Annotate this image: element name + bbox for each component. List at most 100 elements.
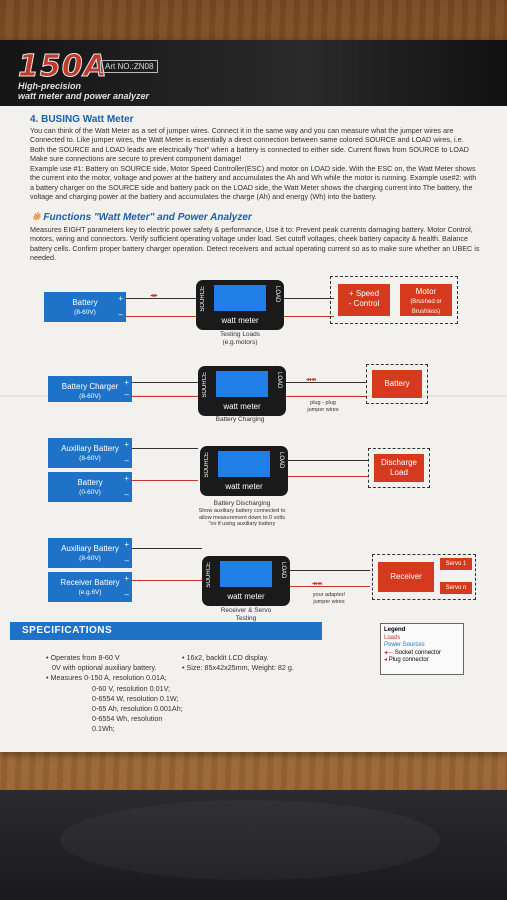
servo-n-box: Servo n — [440, 582, 472, 594]
caption-line: Receiver & Servo — [220, 607, 272, 614]
discharge-load-outline — [368, 448, 430, 488]
load-group-outline — [330, 276, 458, 324]
functions-title: ※Functions "Watt Meter" and Power Analyz… — [32, 212, 252, 223]
lcd-screen — [216, 371, 268, 397]
lcd-screen — [220, 561, 272, 587]
spec-line: 0-6554 Wh, resolution 0.1Wh; — [92, 714, 163, 734]
meter-label: watt meter — [227, 592, 265, 601]
busing-paragraph-2: Example use #1: Battery on SOURCE side, … — [30, 164, 477, 202]
article-number: Art NO.:ZN08 — [100, 60, 159, 73]
watt-meter-device: SOURCE LOAD watt meter — [202, 556, 290, 606]
row1-caption: Testing Loads (e.g.motors) — [205, 331, 275, 347]
specifications-header: SPECIFICATIONS — [10, 622, 322, 640]
battery-label: Battery — [77, 478, 103, 487]
battery-range: (8-60V) — [74, 309, 96, 316]
load-label: LOAD — [280, 562, 286, 579]
wire — [288, 476, 368, 477]
wire — [284, 316, 334, 317]
adapter-note-line: your adapter/ — [312, 592, 346, 598]
connector-arrows-icon: ◂◂ ◂◂ — [306, 377, 316, 383]
sheet-header: 150A Art NO.:ZN08 High-precision watt me… — [0, 40, 507, 106]
auxiliary-battery-box: Auxiliary Battery (8-60V) + – — [48, 538, 132, 568]
minus-icon: – — [124, 490, 129, 499]
source-label: SOURCE — [200, 286, 206, 312]
instruction-sheet: 150A Art NO.:ZN08 High-precision watt me… — [0, 40, 507, 752]
wire — [284, 298, 334, 299]
wire — [126, 316, 196, 317]
legend-power-sources: Power Sources — [384, 642, 425, 648]
plus-icon: + — [124, 378, 129, 387]
specs-column-1: Operates from 8-60 V 0V with optional au… — [46, 653, 186, 735]
caption-line: allow measurement down to 0 volts — [199, 514, 285, 521]
legend-title: Legend — [384, 627, 406, 633]
receiver-group-outline — [372, 554, 476, 600]
minus-icon: – — [118, 310, 123, 319]
discharge-line: Discharge — [380, 458, 417, 467]
row4-caption: Receiver & Servo Testing — [208, 607, 284, 623]
watt-meter-device: SOURCE LOAD watt meter — [198, 366, 286, 416]
plug-note-line: plug - plug — [310, 400, 336, 406]
minus-icon: – — [124, 390, 129, 399]
specs-column-2: 16x2, backlit LCD display. Size: 85x42x2… — [182, 653, 352, 673]
minus-icon: – — [124, 590, 129, 599]
motor-label: Motor — [415, 287, 437, 296]
load-label: LOAD — [278, 452, 284, 469]
discharge-line: Load — [390, 468, 408, 477]
battery-load-box: Battery — [372, 370, 422, 398]
aux-range: (8-60V) — [79, 555, 101, 562]
header-subtitle-2: watt meter and power analyzer — [18, 91, 150, 101]
meter-label: watt meter — [221, 316, 259, 325]
lcd-screen — [214, 285, 266, 311]
source-label: SOURCE — [202, 372, 208, 398]
header-subtitle-1: High-precision — [18, 81, 82, 91]
product-logo: 150A — [18, 49, 108, 85]
discharge-load-box: Discharge Load — [374, 454, 424, 482]
plug-note-line: jumper wires — [307, 406, 339, 413]
plus-icon: + — [124, 440, 129, 449]
spec-line: 0-6554 W, resolution 0.1W; — [92, 693, 179, 703]
aux-range: (8-60V) — [79, 455, 101, 462]
spec-line: Measures 0-150 A, resolution 0.01A; — [46, 673, 186, 683]
plus-icon: + — [124, 574, 129, 583]
caption-line: "ov if using auxiliary battery — [208, 521, 276, 527]
speed-control-line: - Control — [348, 299, 380, 308]
caption-line: (e.g.motors) — [222, 339, 258, 346]
servo-1-box: Servo 1 — [440, 558, 472, 570]
wire — [132, 580, 202, 581]
aux-label: Auxiliary Battery — [61, 544, 119, 553]
wire — [288, 460, 368, 461]
star-icon: ※ — [32, 212, 41, 223]
load-label: LOAD — [276, 372, 282, 389]
wire — [290, 586, 370, 587]
battery-charger-box: Battery Charger (8-60V) + – — [48, 376, 132, 402]
motor-box: Motor (Brushed or Brushless) — [400, 284, 452, 316]
minus-icon: – — [124, 556, 129, 565]
legend-loads: Loads — [384, 634, 401, 641]
watt-meter-device: SOURCE LOAD watt meter — [196, 280, 284, 330]
motor-sub-label: (Brushed or Brushless) — [410, 299, 442, 315]
legend-box: Legend Loads Power Sources ◂— Socket con… — [380, 623, 464, 675]
minus-icon: – — [124, 456, 129, 465]
wire — [132, 448, 198, 449]
section-title-busing: 4. BUSING Watt Meter — [30, 114, 134, 125]
plus-icon: + — [124, 474, 129, 483]
connector-arrows-icon: ◂◂ ◂◂ — [312, 581, 322, 587]
aux-label: Auxiliary Battery — [61, 444, 119, 453]
adapter-note-line: jumper wires — [313, 598, 345, 605]
battery-label: Battery — [72, 298, 98, 307]
wire — [286, 382, 366, 383]
functions-title-text: Functions "Watt Meter" and Power Analyze… — [43, 212, 252, 223]
battery-load-outline — [366, 364, 428, 404]
plug-note: plug - plug jumper wires — [298, 400, 348, 413]
meter-label: watt meter — [225, 482, 263, 491]
dark-cloth — [0, 790, 507, 900]
battery-range: (0-60V) — [79, 489, 101, 496]
caption-line: Testing — [235, 615, 257, 622]
caption-line: Battery Discharging — [213, 500, 271, 507]
charger-label: Battery Charger — [61, 382, 119, 391]
wire — [290, 570, 370, 571]
adapter-note: your adapter/ jumper wires — [304, 592, 354, 605]
spec-line: 0-60 V, resolution 0.01V; — [92, 683, 171, 693]
legend-socket: ◂— Socket connector — [384, 650, 460, 658]
receiver-battery-range: (e.g.6V) — [78, 589, 102, 596]
